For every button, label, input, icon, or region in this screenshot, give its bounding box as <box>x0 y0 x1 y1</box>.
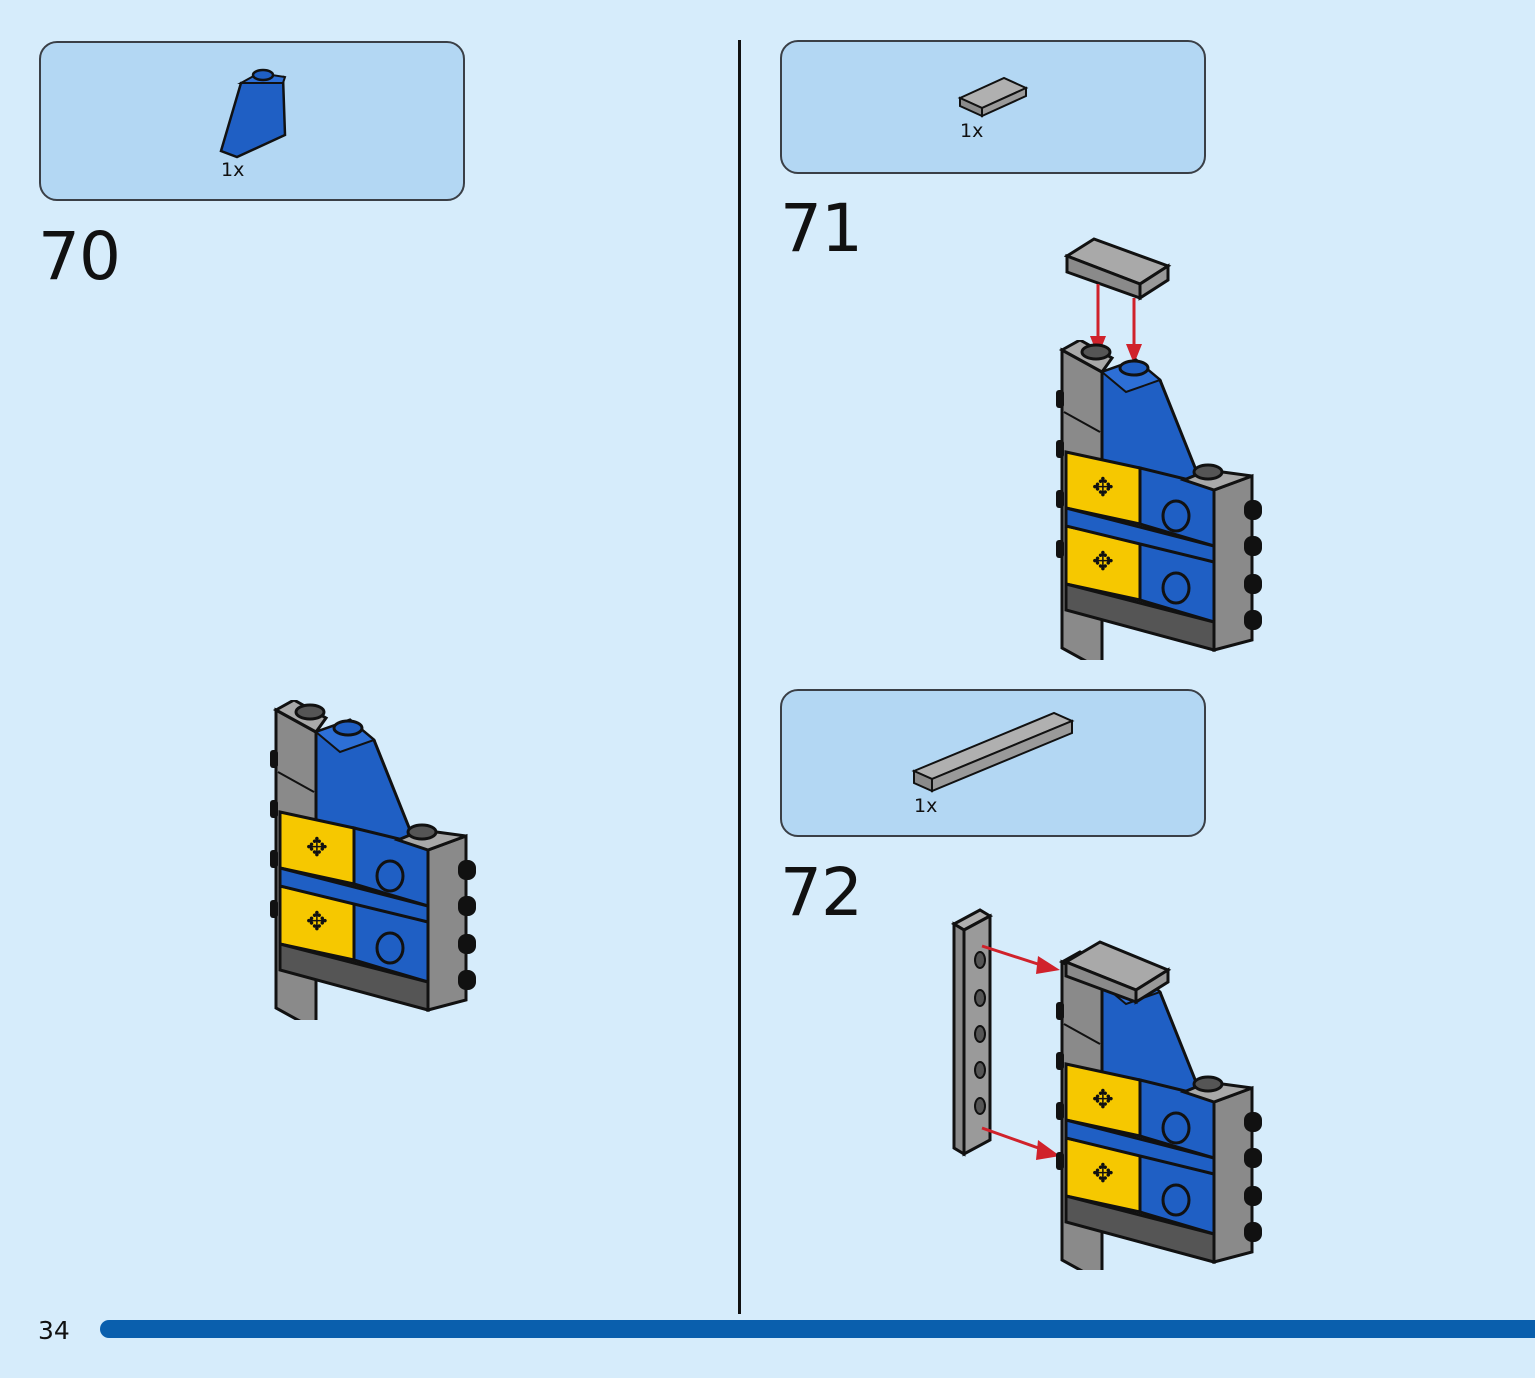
part-quantity: 1x <box>960 120 984 142</box>
page-number: 34 <box>38 1316 70 1345</box>
grey-plate-icon <box>911 711 1075 793</box>
step-number-71: 71 <box>780 190 863 267</box>
column-divider <box>738 40 741 1314</box>
step-72-parts-callout: 1x <box>780 689 1206 837</box>
part-quantity: 1x <box>914 795 938 817</box>
grey-tile-icon <box>957 76 1029 118</box>
blue-slope-brick-icon <box>219 68 287 159</box>
step-71-parts-callout: 1x <box>780 40 1206 174</box>
step-70-model <box>270 700 478 1020</box>
placement-arrow <box>981 944 1060 1160</box>
step-71-grey-tile <box>1064 237 1172 301</box>
step-72-grey-plate <box>950 908 994 1157</box>
part-quantity: 1x <box>221 159 245 181</box>
step-72-model <box>1056 940 1264 1270</box>
step-71-model <box>1056 340 1264 660</box>
step-number-72: 72 <box>780 854 863 931</box>
page-progress-bar <box>100 1320 1535 1338</box>
step-70-parts-callout: 1x <box>39 41 465 201</box>
step-number-70: 70 <box>38 218 121 295</box>
